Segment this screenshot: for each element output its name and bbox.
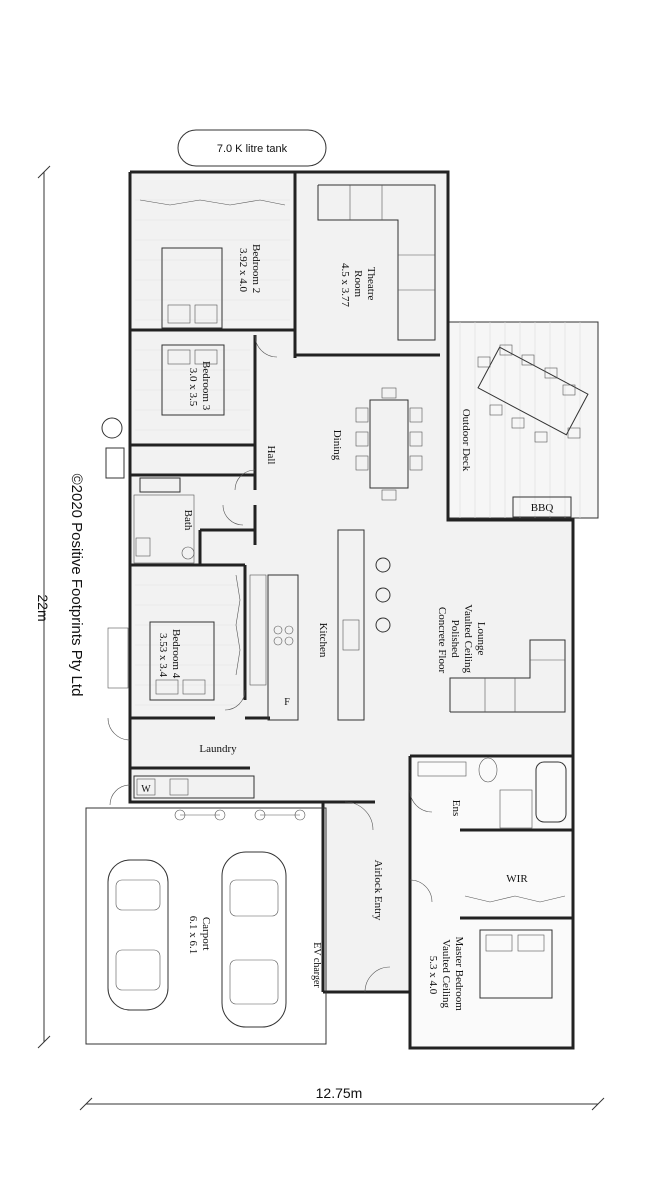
- carport: [85, 807, 327, 1045]
- outdoor-deck-label: Outdoor Deck: [460, 409, 472, 472]
- svg-text:Bedroom 4 3.53 x 3.4: Bedroom 4 3.53 x 3.4: [157, 629, 182, 681]
- bedroom-3-name: Bedroom 3: [200, 361, 212, 411]
- bedroom-2-size: 3.92 x 4.0: [237, 248, 249, 293]
- dining-table: [355, 387, 423, 501]
- theatre-name-1: Theatre: [365, 267, 377, 301]
- kitchen-fixtures: F: [249, 529, 391, 721]
- outdoor-table: [477, 344, 589, 443]
- master-line-1: Master Bedroom: [453, 937, 465, 1012]
- bedroom-2-name: Bedroom 2: [250, 244, 262, 293]
- outdoor-deck: BBQ: [447, 321, 599, 519]
- water-tank: 7.0 K litre tank: [177, 129, 327, 167]
- bath-fixtures: [133, 477, 195, 564]
- bedroom-4-furniture: [149, 574, 241, 701]
- master-line-3: 5.3 x 4.0: [427, 956, 439, 995]
- kitchen-label: Kitchen: [317, 623, 329, 658]
- dimension-horizontal: 12.75m: [79, 1085, 605, 1111]
- height-dimension: 22m: [35, 594, 51, 621]
- car-left: [107, 859, 169, 1011]
- bbq-label: BBQ: [531, 502, 554, 514]
- width-dimension: 12.75m: [316, 1085, 363, 1101]
- fridge-label: F: [284, 697, 290, 708]
- bedroom-4-name: Bedroom 4: [170, 629, 182, 679]
- master-line-2: Vaulted Ceiling: [440, 939, 452, 1008]
- bedroom-2-furniture: [139, 199, 286, 329]
- car-right: [221, 851, 287, 1028]
- bbq-box: [512, 496, 572, 518]
- doors: [107, 334, 433, 993]
- lounge-line-2: Vaulted Ceiling: [462, 604, 474, 673]
- bicycles: [174, 809, 306, 821]
- carport-size: 6.1 x 6.1: [187, 916, 199, 955]
- lounge-line-1: Lounge: [475, 622, 487, 656]
- bath-label: Bath: [182, 510, 194, 531]
- ensuite-fixtures: [417, 757, 567, 829]
- laundry-label: Laundry: [199, 743, 237, 755]
- ev-charger-label: EV charger: [311, 942, 322, 988]
- bedroom-3-furniture: [161, 344, 225, 416]
- svg-text:Bedroom 3 3.0 x 3.5: Bedroom 3 3.0 x 3.5: [187, 361, 212, 413]
- svg-text:Carport 6.1 x 6.1: Carport 6.1 x 6.1: [187, 916, 212, 955]
- hall-label: Hall: [265, 446, 277, 465]
- theatre-name-2: Room: [352, 270, 364, 297]
- master-bed: [464, 895, 566, 999]
- ens-label: Ens: [450, 800, 462, 817]
- room-labels: Bedroom 2 3.92 x 4.0 Theatre Room 4.5 x …: [157, 244, 528, 1014]
- lounge-sofa: [449, 639, 566, 713]
- tank-label: 7.0 K litre tank: [217, 143, 288, 155]
- wir-label: WIR: [506, 873, 528, 885]
- copyright-text: ©2020 Positive Footprints Pty Ltd: [68, 474, 85, 697]
- dining-label: Dining: [331, 430, 343, 461]
- washer-label: W: [141, 784, 151, 795]
- bedroom-4-size: 3.53 x 3.4: [157, 633, 169, 678]
- bedroom-floor-pattern: [135, 199, 290, 706]
- airlock-entry-label: Airlock Entry: [372, 860, 384, 921]
- theatre-sofa: [317, 184, 436, 341]
- theatre-size: 4.5 x 3.77: [339, 263, 351, 308]
- carport-name: Carport: [200, 917, 212, 951]
- lounge-line-4: Concrete Floor: [436, 607, 448, 674]
- laundry-fixtures: W: [133, 775, 255, 799]
- floor-areas: [130, 172, 573, 1048]
- svg-text:Master Bedroom Vaulted C: Master Bedroom Vaulted Ceiling 5.3 x 4.0: [427, 937, 465, 1014]
- dimension-vertical: 22m: [35, 165, 51, 1049]
- bedroom-3-size: 3.0 x 3.5: [187, 368, 199, 407]
- lounge-line-3: Polished: [449, 620, 461, 658]
- exterior-fixtures: [101, 417, 129, 689]
- svg-text:Bedroom 2 3.92 x 4.0: Bedroom 2 3.92 x 4.0: [237, 244, 262, 296]
- svg-text:Theatre Room 4.5 x: Theatre Room 4.5 x 3.77: [339, 263, 377, 308]
- svg-text:Lounge Vaulted Ceiling: Lounge Vaulted Ceiling Polished Concrete…: [436, 604, 487, 676]
